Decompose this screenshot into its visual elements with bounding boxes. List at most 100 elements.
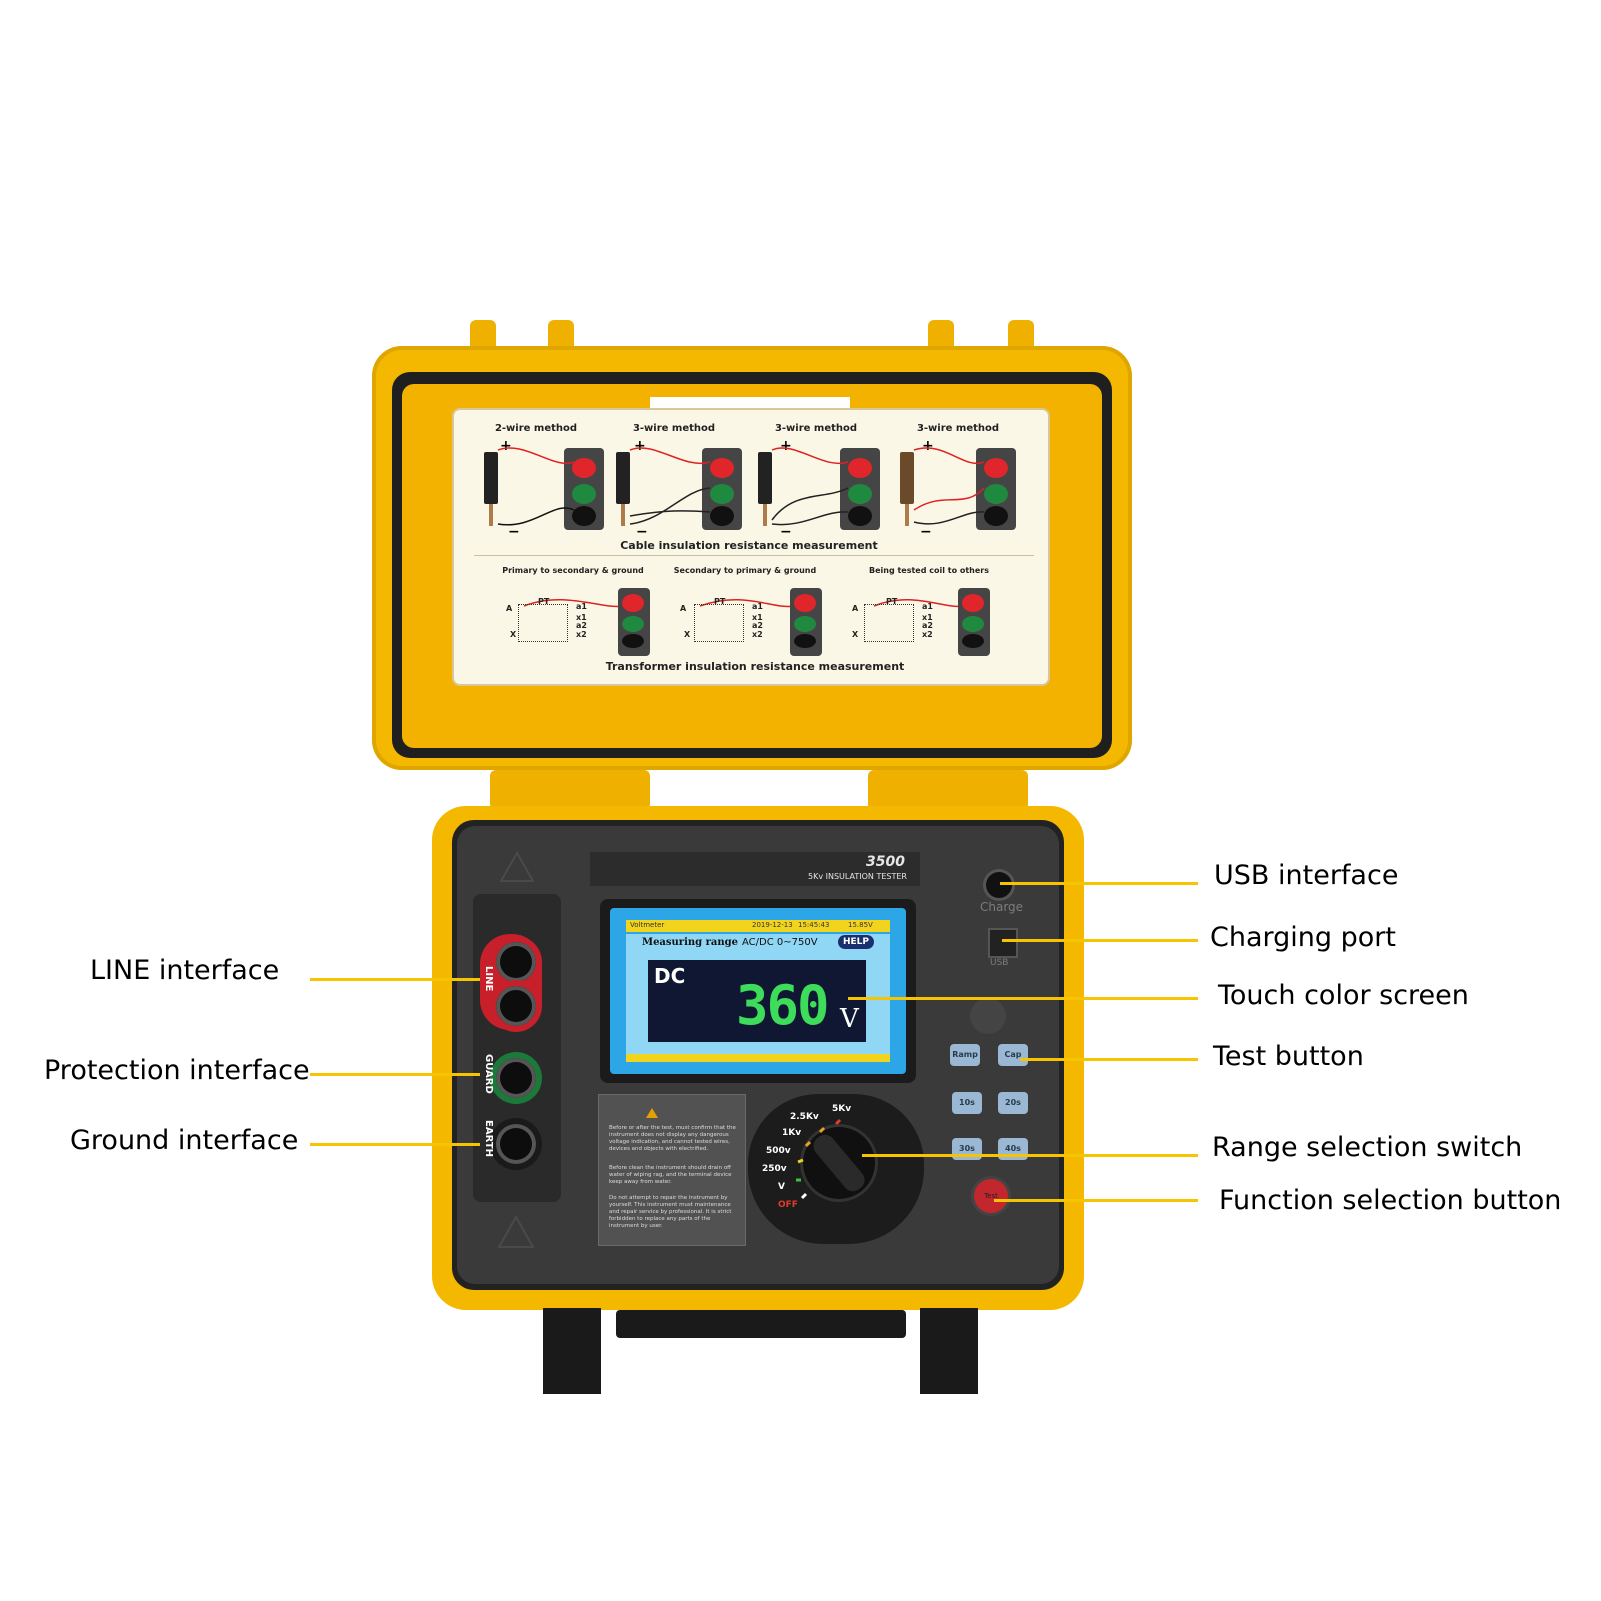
black-terminal bbox=[962, 634, 984, 648]
usb-label: USB bbox=[990, 958, 1009, 968]
model-badge bbox=[590, 852, 920, 886]
callout-test-button: Test button bbox=[1213, 1041, 1364, 1072]
callout-range-selection-switch: Range selection switch bbox=[1212, 1132, 1523, 1163]
green-terminal bbox=[572, 484, 596, 504]
green-terminal bbox=[794, 616, 816, 632]
red-terminal bbox=[794, 594, 816, 612]
tf-label-pt: PT bbox=[714, 597, 726, 606]
minus-sign: − bbox=[636, 524, 648, 540]
minus-sign: − bbox=[508, 524, 520, 540]
leader-line bbox=[1000, 882, 1198, 885]
black-terminal bbox=[622, 634, 644, 648]
tf-label-a1: a1 bbox=[752, 602, 763, 611]
tf-label-a1: a1 bbox=[576, 602, 587, 611]
carry-handle bbox=[616, 1310, 906, 1338]
callout-touch-color-screen: Touch color screen bbox=[1218, 980, 1469, 1011]
plus-sign: + bbox=[634, 438, 646, 454]
callout-ground-interface: Ground interface bbox=[70, 1125, 299, 1156]
black-terminal bbox=[572, 506, 596, 526]
dial-tick-marks bbox=[796, 1118, 842, 1200]
hinge bbox=[490, 770, 650, 810]
10s-button[interactable]: 10s bbox=[952, 1092, 982, 1114]
line-socket[interactable] bbox=[496, 942, 536, 982]
dial-position-2-5kv: 2.5Kv bbox=[790, 1112, 819, 1122]
method-title: 3-wire method bbox=[916, 423, 1000, 434]
warning-triangle-icon bbox=[497, 1214, 535, 1248]
green-terminal bbox=[848, 484, 872, 504]
method-title: 2-wire method bbox=[494, 423, 578, 434]
screen-mode-tab[interactable]: Voltmeter bbox=[630, 921, 665, 929]
tf-label-a1: a1 bbox=[922, 602, 933, 611]
dial-position-250v: 250v bbox=[762, 1164, 787, 1174]
charge-label: Charge bbox=[980, 900, 1024, 914]
test-button[interactable]: Test bbox=[974, 1179, 1008, 1213]
red-terminal bbox=[622, 594, 644, 612]
voltage-reading: 360 bbox=[736, 974, 830, 1037]
20s-button[interactable]: 20s bbox=[998, 1092, 1028, 1114]
coupling-mode: DC bbox=[654, 964, 686, 988]
cap-button[interactable]: Cap bbox=[998, 1044, 1028, 1066]
test-probe bbox=[900, 452, 914, 504]
transformer-subcaption: Secondary to primary & ground bbox=[673, 566, 817, 575]
method-title: 3-wire method bbox=[774, 423, 858, 434]
ramp-button[interactable]: Ramp bbox=[950, 1044, 980, 1066]
guard-label: GUARD bbox=[483, 1054, 494, 1094]
leader-line bbox=[310, 1143, 480, 1146]
tf-label-x2: x2 bbox=[752, 630, 763, 639]
measuring-range-label: Measuring range bbox=[642, 937, 738, 948]
callout-usb-interface: USB interface bbox=[1214, 860, 1399, 891]
warning-triangle-icon bbox=[646, 1108, 658, 1118]
tf-label-x1: x1 bbox=[922, 613, 933, 622]
minus-sign: − bbox=[780, 524, 792, 540]
tf-label-a: A bbox=[506, 604, 513, 613]
test-probe bbox=[616, 452, 630, 504]
black-terminal bbox=[794, 634, 816, 648]
transformer-coil bbox=[864, 604, 914, 642]
method-title: 3-wire method bbox=[632, 423, 716, 434]
minus-sign: − bbox=[920, 524, 932, 540]
tf-label-pt: PT bbox=[538, 597, 550, 606]
tf-label-x2: x2 bbox=[576, 630, 587, 639]
card-note-strip bbox=[650, 397, 850, 409]
warning-line: Do not attempt to repair the instrument … bbox=[609, 1195, 732, 1229]
warning-line: Before clean the instrument should drain… bbox=[609, 1165, 732, 1185]
plus-sign: + bbox=[500, 438, 512, 454]
probe-tip bbox=[905, 504, 909, 526]
transformer-coil bbox=[518, 604, 568, 642]
red-terminal bbox=[984, 458, 1008, 478]
transformer-subcaption: Being tested coil to others bbox=[868, 566, 989, 575]
tf-label-a: A bbox=[680, 604, 687, 613]
wiring-instruction-card bbox=[454, 410, 1048, 684]
dial-position-5kv: 5Kv bbox=[832, 1104, 852, 1114]
tf-label-a: A bbox=[852, 604, 859, 613]
tf-label-x: X bbox=[852, 630, 859, 639]
tf-label-a2: a2 bbox=[922, 621, 933, 630]
tf-label-x1: x1 bbox=[576, 613, 587, 622]
model-subtitle: 5Kv INSULATION TESTER bbox=[808, 872, 907, 881]
transformer-caption: Transformer insulation resistance measur… bbox=[605, 660, 905, 673]
dial-position-off: OFF bbox=[778, 1200, 798, 1210]
wiring-lines bbox=[497, 447, 985, 608]
leader-line bbox=[848, 997, 1198, 1000]
earth-label: EARTH bbox=[483, 1120, 494, 1158]
black-terminal bbox=[984, 506, 1008, 526]
leader-line bbox=[1020, 1058, 1198, 1061]
guard-socket[interactable] bbox=[496, 1058, 536, 1098]
red-terminal bbox=[572, 458, 596, 478]
warning-triangle-icon bbox=[499, 850, 535, 882]
tf-label-x: X bbox=[510, 630, 517, 639]
earth-socket[interactable] bbox=[496, 1124, 536, 1164]
screen-status-bar: Voltmeter 2019-12-13 15:45:43 15.85V bbox=[626, 920, 890, 932]
help-button[interactable]: HELP bbox=[838, 935, 874, 949]
reading-display bbox=[648, 960, 866, 1042]
leader-line bbox=[1002, 939, 1198, 942]
measuring-range-value: AC/DC 0~750V bbox=[742, 937, 818, 948]
line-socket[interactable] bbox=[496, 986, 536, 1026]
screen-battery: 15.85V bbox=[848, 921, 873, 929]
plus-sign: + bbox=[780, 438, 792, 454]
card-divider bbox=[474, 555, 1034, 556]
plus-sign: + bbox=[922, 438, 934, 454]
usb-port[interactable] bbox=[988, 928, 1018, 958]
charge-jack[interactable] bbox=[986, 872, 1012, 898]
cable-caption: Cable insulation resistance measurement bbox=[620, 539, 878, 552]
